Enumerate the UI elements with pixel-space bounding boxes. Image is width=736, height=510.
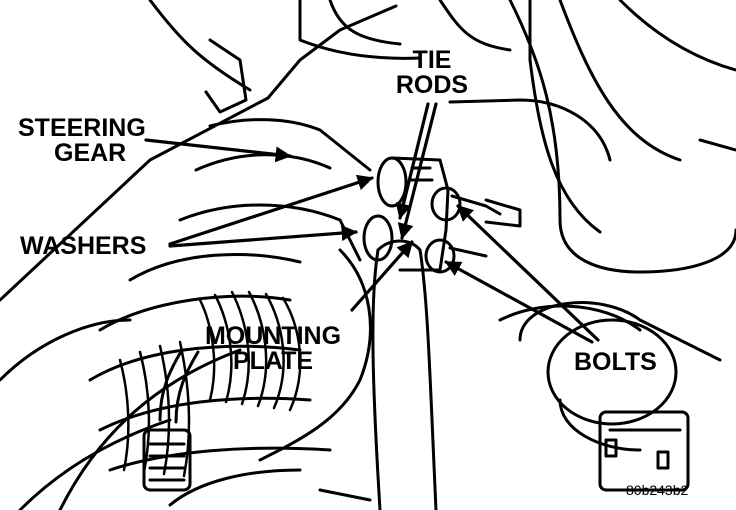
tie-rods-label-line2: RODS bbox=[395, 71, 469, 99]
arrow-tie-rod-1 bbox=[395, 102, 430, 220]
arrow-steering-gear bbox=[144, 138, 292, 163]
steering-gear-label-line2: GEAR bbox=[54, 139, 127, 167]
arrow-washer-lower bbox=[168, 225, 358, 248]
tie-rods-label-line1: TIE bbox=[412, 46, 452, 74]
tie-rod-fitting bbox=[142, 348, 200, 492]
arrow-washer-upper bbox=[168, 174, 374, 246]
tie-rod-cluster bbox=[362, 156, 522, 274]
lower-right-components bbox=[498, 301, 722, 492]
figure-code: 80b243b2 bbox=[626, 482, 689, 498]
steering-gear-label-line1: STEERING bbox=[18, 114, 146, 142]
mounting-plate-label-line2: PLATE bbox=[232, 347, 314, 375]
washers-label: WASHERS bbox=[20, 232, 147, 260]
arrow-bolt-upper bbox=[456, 204, 600, 342]
bellows-ribs bbox=[118, 290, 302, 478]
leader-arrows bbox=[144, 102, 600, 344]
tie-rods-label: TIE RODS bbox=[392, 48, 472, 98]
steering-gear-label: STEERING GEAR bbox=[18, 116, 146, 166]
mounting-plate-label-line1: MOUNTING bbox=[204, 322, 342, 350]
arrow-mounting-plate bbox=[350, 240, 414, 312]
mounting-plate-shape bbox=[371, 239, 438, 510]
arrow-bolt-lower bbox=[444, 260, 594, 344]
arrow-tie-rod-2 bbox=[397, 102, 438, 240]
bolts-label: BOLTS bbox=[574, 348, 657, 376]
mounting-plate-label: MOUNTING PLATE bbox=[192, 324, 354, 374]
